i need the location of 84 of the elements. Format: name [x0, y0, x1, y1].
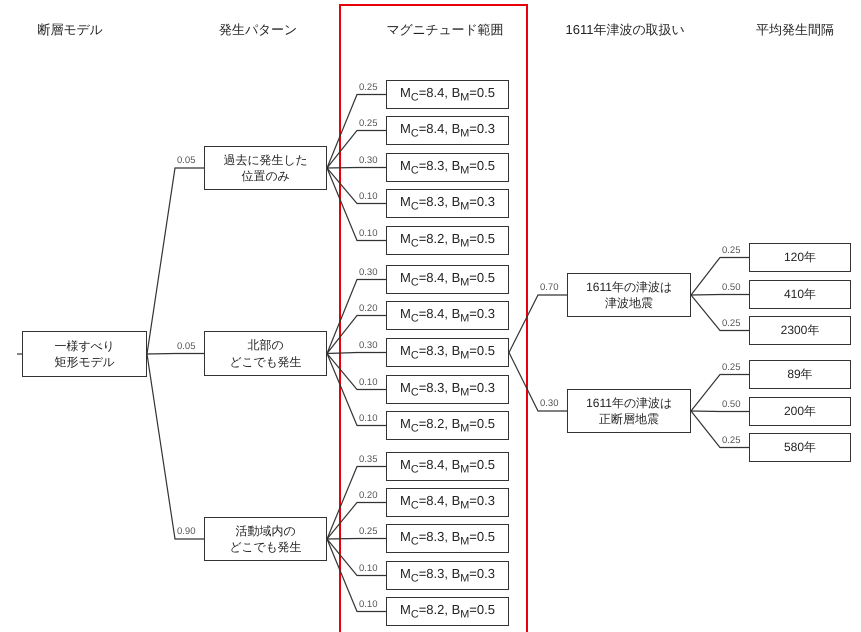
tree-box: 活動域内のどこでも発生 [204, 517, 327, 561]
connector [146, 352, 204, 355]
column-heading: 1611年津波の取扱い [566, 21, 684, 39]
edge-label: 0.50 [722, 400, 740, 409]
tree-box: 89年 [749, 360, 851, 389]
edge-label: 0.25 [722, 362, 740, 372]
connector [326, 538, 386, 576]
column-heading: 断層モデル [38, 21, 102, 39]
tree-box: M$_{C}$=8.2, B$_{M}$=0.5 [386, 597, 509, 626]
edge-label: 0.25 [359, 118, 378, 128]
connector [326, 130, 386, 168]
connector [146, 167, 204, 354]
connector [508, 352, 567, 412]
connector [326, 353, 386, 426]
edge-label: 0.10 [359, 600, 378, 609]
connector [326, 502, 386, 540]
connector [690, 256, 749, 296]
column-heading: 発生パターン [219, 21, 297, 39]
connector [508, 294, 567, 353]
edge-label: 0.90 [177, 527, 196, 536]
column-heading: マグニチュード範囲 [386, 21, 504, 39]
connector [146, 354, 204, 540]
edge-label: 0.10 [359, 564, 378, 573]
tree-box: M$_{C}$=8.3, B$_{M}$=0.3 [386, 561, 509, 590]
edge-label: 0.25 [722, 246, 740, 255]
tree-box: 1611年の津波は正断層地震 [567, 389, 691, 433]
tree-box: M$_{C}$=8.4, B$_{M}$=0.3 [386, 301, 509, 330]
tree-box: 2300年 [749, 316, 851, 345]
tree-box: M$_{C}$=8.4, B$_{M}$=0.5 [386, 80, 509, 109]
connector [690, 294, 749, 296]
tree-box: M$_{C}$=8.2, B$_{M}$=0.5 [386, 411, 509, 440]
connector [326, 353, 386, 390]
connector [690, 410, 749, 412]
connector [326, 94, 386, 168]
connector [690, 294, 749, 332]
tree-box: M$_{C}$=8.4, B$_{M}$=0.3 [386, 116, 509, 145]
connector [326, 168, 386, 204]
edge-label: 0.30 [359, 156, 378, 165]
edge-label: 0.10 [359, 378, 378, 387]
edge-label: 0.25 [359, 82, 378, 92]
edge-label: 0.50 [722, 282, 740, 292]
tree-box: 一様すべり矩形モデル [22, 331, 147, 377]
tree-box: 410年 [749, 280, 851, 309]
connector [326, 166, 386, 169]
tree-box: 1611年の津波は津波地震 [567, 273, 691, 317]
edge-label: 0.05 [177, 156, 196, 166]
connector [326, 168, 386, 242]
connector [326, 538, 386, 540]
edge-label: 0.30 [540, 399, 558, 408]
tree-box: M$_{C}$=8.4, B$_{M}$=0.3 [386, 488, 509, 517]
tree-box: M$_{C}$=8.3, B$_{M}$=0.5 [386, 524, 509, 553]
edge-label: 0.10 [359, 228, 378, 238]
tree-box: 過去に発生した位置のみ [204, 146, 327, 190]
connector [690, 410, 749, 448]
edge-label: 0.10 [359, 192, 378, 201]
connector [326, 314, 386, 354]
tree-box: M$_{C}$=8.4, B$_{M}$=0.5 [386, 265, 509, 294]
tree-box: M$_{C}$=8.4, B$_{M}$=0.5 [386, 452, 509, 481]
edge-label: 0.35 [359, 454, 378, 464]
edge-label: 0.20 [359, 490, 378, 500]
tree-box: 120年 [749, 243, 851, 272]
tree-box: M$_{C}$=8.3, B$_{M}$=0.5 [386, 153, 509, 182]
tree-box: M$_{C}$=8.2, B$_{M}$=0.5 [386, 226, 509, 255]
edge-label: 0.25 [359, 526, 378, 536]
edge-label: 0.70 [540, 283, 558, 292]
edge-label: 0.20 [359, 304, 378, 313]
connector [326, 538, 386, 612]
tree-box: M$_{C}$=8.3, B$_{M}$=0.3 [386, 375, 509, 404]
edge-label: 0.30 [359, 268, 378, 277]
edge-label: 0.10 [359, 414, 378, 423]
tree-box: M$_{C}$=8.3, B$_{M}$=0.3 [386, 189, 509, 218]
edge-label: 0.25 [722, 318, 740, 328]
connector [326, 466, 386, 540]
edge-label: 0.25 [722, 436, 740, 445]
tree-box: M$_{C}$=8.3, B$_{M}$=0.5 [386, 338, 509, 367]
edge-label: 0.30 [359, 340, 378, 350]
connector [326, 278, 386, 354]
tree-box: 580年 [749, 433, 851, 462]
tree-box: 200年 [749, 397, 851, 426]
tree-box: 北部のどこでも発生 [204, 331, 327, 376]
edge-label: 0.05 [177, 342, 196, 351]
column-heading: 平均発生間隔 [756, 21, 834, 39]
connector [690, 374, 749, 412]
connector [326, 352, 386, 354]
